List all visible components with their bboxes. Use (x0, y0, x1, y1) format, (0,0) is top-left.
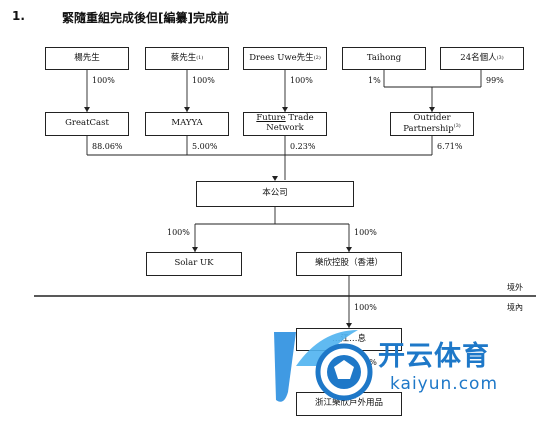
pct-label: 100% (192, 76, 215, 85)
footnote-mark: (3) (496, 54, 504, 61)
holdco-label-text: Partnership (403, 123, 454, 134)
pct-label: 1% (368, 76, 381, 85)
owner-box-24-individuals: 24名個人(3) (440, 47, 524, 70)
owner-label: 24名個人 (460, 52, 497, 63)
holdco-label-line2: Partnership(3) (403, 122, 461, 135)
owner-label: 蔡先生 (170, 52, 197, 63)
pct-label: 5.00% (192, 142, 218, 151)
pct-label: 0.23% (290, 142, 316, 151)
owner-box-taihong: Taihong (342, 47, 426, 70)
pct-label: 100% (167, 228, 190, 237)
sub-box-solar-uk: Solar UK (146, 252, 242, 276)
offshore-label: 境外 (507, 283, 523, 292)
company-box: 本公司 (196, 181, 354, 207)
company-label: 本公司 (262, 188, 288, 199)
owner-box-yang: 楊先生 (45, 47, 129, 70)
holdco-label: MAYYA (171, 118, 203, 129)
holdco-box-greatcast: GreatCast (45, 112, 129, 136)
holdco-label: GreatCast (65, 118, 109, 129)
holdco-box-mayya: MAYYA (145, 112, 229, 136)
holdco-label-underlined: Future (256, 113, 286, 124)
holdco-label-line2: Network (266, 123, 304, 133)
pct-label: 100% (354, 303, 377, 312)
pct-label: 6.71% (437, 142, 463, 151)
lower-box-label: 浙江樂欣戶外用品 (314, 398, 383, 409)
owner-label: Taihong (366, 52, 402, 63)
footnote-mark: (3) (453, 122, 461, 129)
owner-label: Drees Uwe先生 (249, 52, 314, 63)
sub-label: Solar UK (174, 258, 214, 269)
holdco-label-rest: Trade (285, 113, 314, 124)
footnote-mark: (2) (313, 54, 321, 61)
watermark-brand: 开云体育 (378, 341, 490, 372)
watermark-domain: kaiyun.com (390, 374, 499, 394)
section-number: 1. (12, 9, 25, 23)
pct-label: 100% (92, 76, 115, 85)
section-title: 緊隨重組完成後但[編纂]完成前 (62, 11, 229, 25)
onshore-label: 境內 (507, 303, 523, 312)
pct-label: 88.06% (92, 142, 123, 151)
owner-box-cai: 蔡先生(1) (145, 47, 229, 70)
owner-label: 楊先生 (74, 52, 100, 63)
owner-box-drees: Drees Uwe先生(2) (243, 47, 327, 70)
holdco-box-future-trade-network: Future Trade Network (243, 112, 327, 136)
holdco-label-line1: Future Trade (256, 113, 314, 124)
watermark-logo-icon (274, 330, 373, 402)
pct-label: 100% (354, 228, 377, 237)
mid-box-label: …江…息 (331, 333, 366, 344)
holdco-label-line1: Outrider (413, 112, 451, 123)
pct-label: 100% (290, 76, 313, 85)
sub-box-hk: 樂欣控股（香港） (296, 252, 402, 276)
footnote-mark: (1) (196, 54, 204, 61)
pct-label: 99% (486, 76, 504, 85)
holdco-box-outrider: Outrider Partnership(3) (390, 112, 474, 136)
sub-label: 樂欣控股（香港） (314, 258, 383, 269)
